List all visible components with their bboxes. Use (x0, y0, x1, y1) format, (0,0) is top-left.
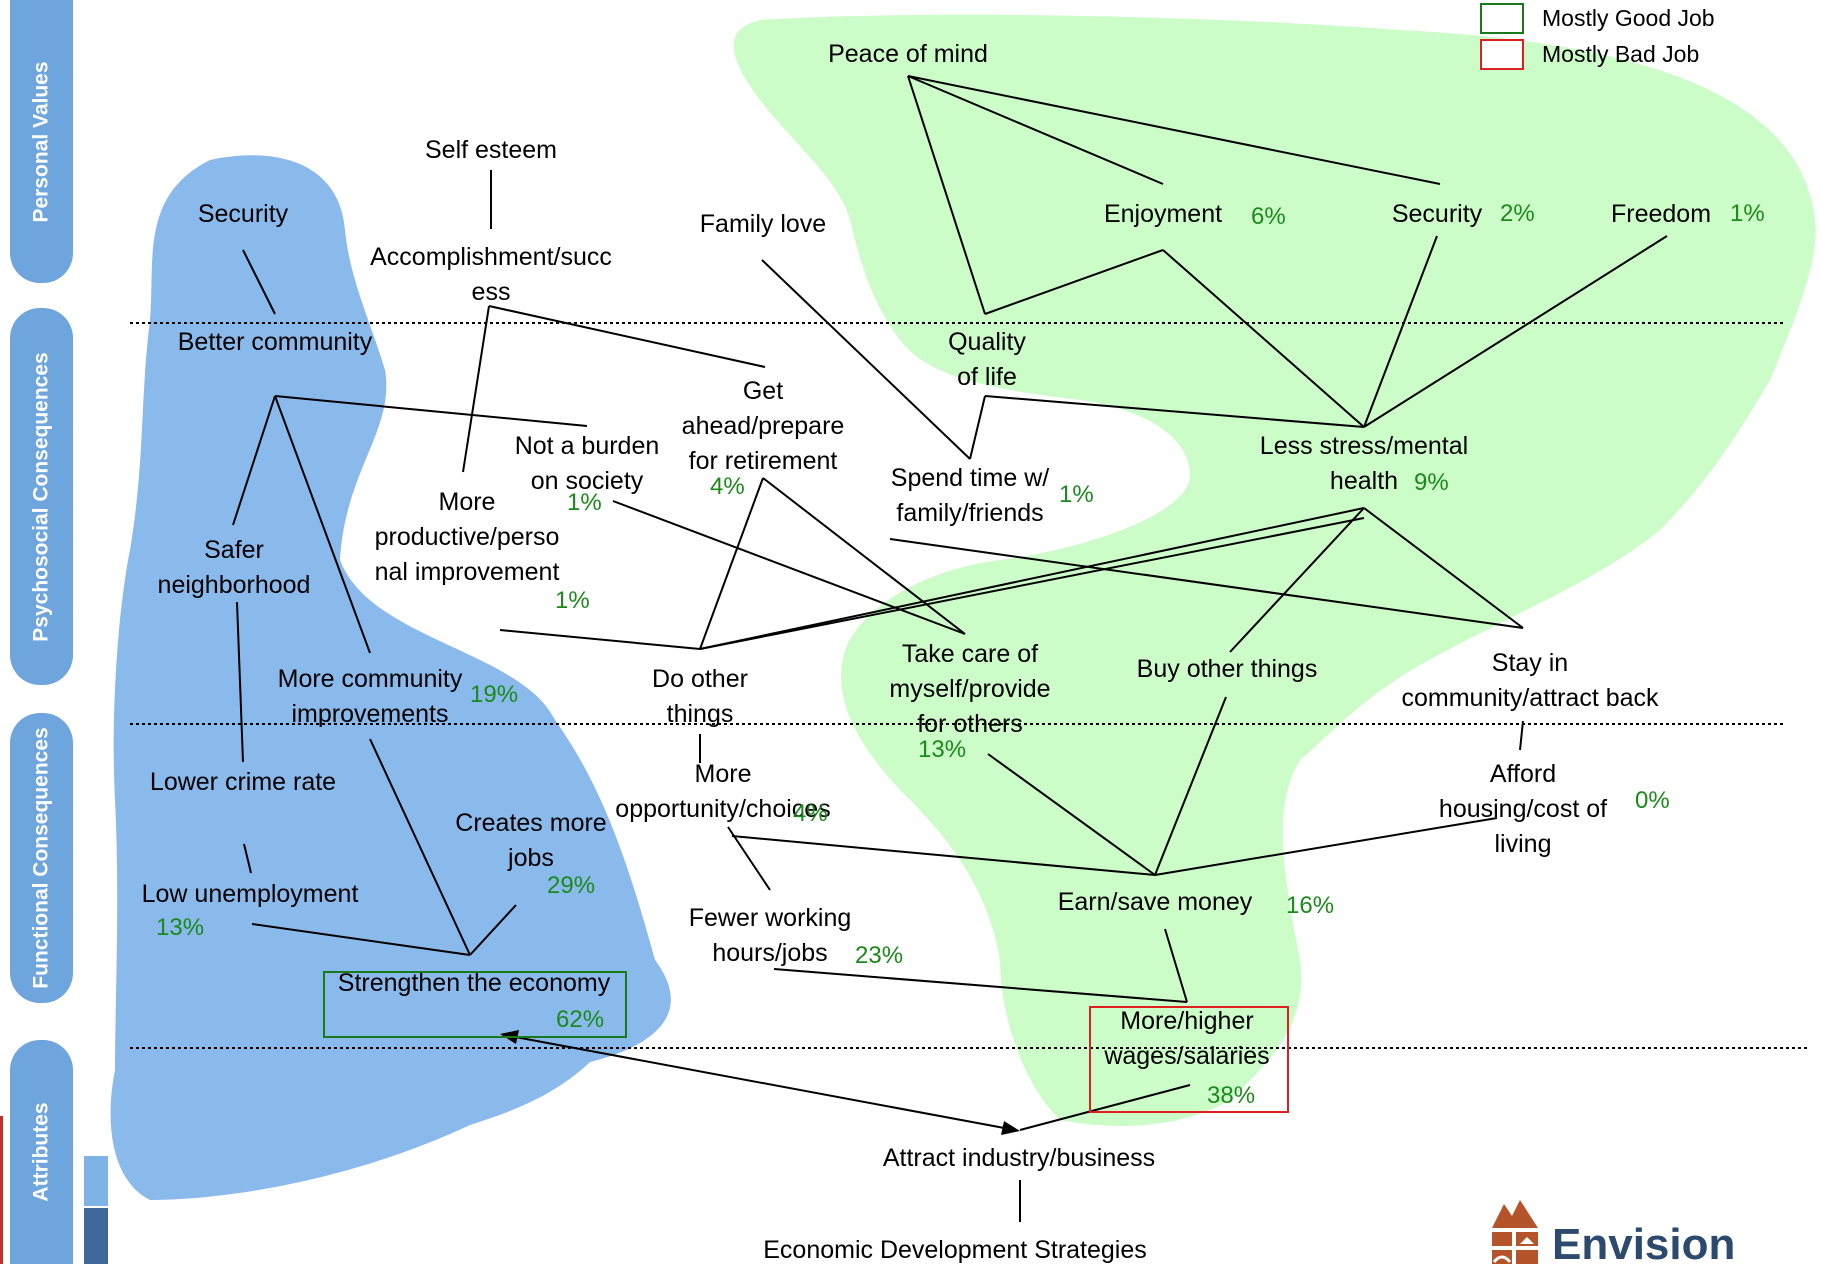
brand-name: Envision (1552, 1220, 1736, 1269)
node-take-care: Take care of myself/provide for others (889, 640, 1051, 738)
legend-good: Mostly Good Job (1480, 3, 1715, 34)
node-family-love: Family love (699, 210, 827, 238)
pct-more-opportunity: 4% (793, 800, 828, 827)
node-fewer-working-hours: Fewer working hours/jobs (688, 904, 852, 967)
node-safer-neighborhood: Safer neighborhood (157, 536, 311, 599)
node-not-a-burden: Not a burden on society (514, 432, 660, 495)
legend-good-label: Mostly Good Job (1542, 5, 1715, 31)
pct-creates-more-jobs: 29% (547, 872, 596, 899)
node-peace-of-mind: Peace of mind (828, 40, 988, 68)
node-get-ahead: Get ahead/prepare for retirement (681, 377, 845, 475)
node-more-community-improvements: More community improvements (277, 665, 463, 728)
node-do-other-things: Do other things (652, 665, 748, 728)
node-more-opportunity: More opportunity/choices (615, 760, 831, 823)
envision-logo-icon (1490, 1194, 1540, 1264)
legend-bad: Mostly Bad Job (1480, 39, 1699, 70)
node-enjoyment: Enjoyment (1103, 200, 1223, 228)
node-self-esteem: Self esteem (424, 136, 558, 164)
pct-earn-save-money: 16% (1286, 892, 1335, 919)
pct-not-a-burden: 1% (567, 489, 602, 516)
legend-good-swatch (1480, 3, 1524, 34)
navy-corner-block (84, 1208, 108, 1264)
node-spend-time: Spend time w/ family/friends (890, 464, 1050, 527)
node-more-higher-wages: More/higher wages/salaries (1104, 1007, 1270, 1070)
node-security-left: Security (197, 200, 289, 228)
arrow-head-to-industry-icon (1001, 1121, 1020, 1135)
level-tab-attributes: Attributes (10, 1040, 73, 1264)
legend-bad-label: Mostly Bad Job (1542, 41, 1700, 67)
pct-more-higher-wages: 38% (1207, 1082, 1256, 1109)
pct-more-productive: 1% (555, 587, 590, 614)
pct-freedom: 1% (1730, 200, 1765, 227)
node-economic-development: Economic Development Strategies (763, 1236, 1147, 1264)
pct-take-care: 13% (918, 736, 967, 763)
strengthen-economy-box (323, 971, 627, 1038)
pct-more-community-improvements: 19% (470, 681, 519, 708)
connector-lines (232, 75, 1668, 1222)
blue-corner-block (84, 1156, 108, 1206)
level-tab-personal-values: Personal Values (10, 0, 73, 283)
node-accomplishment: Accomplishment/succ ess (370, 243, 612, 306)
red-side-accent (0, 1116, 3, 1264)
green-region (733, 14, 1816, 1126)
node-better-community: Better community (177, 328, 373, 356)
pct-less-stress: 9% (1414, 469, 1449, 496)
node-attract-industry: Attract industry/business (882, 1144, 1156, 1172)
pct-fewer-working-hours: 23% (855, 942, 904, 969)
node-more-productive: More productive/perso nal improvement (374, 488, 560, 586)
node-lower-crime: Lower crime rate (149, 768, 337, 796)
node-low-unemployment: Low unemployment (141, 880, 359, 908)
node-creates-more-jobs: Creates more jobs (455, 809, 607, 872)
pct-spend-time: 1% (1059, 481, 1094, 508)
pct-enjoyment: 6% (1251, 203, 1286, 230)
pct-afford-housing: 0% (1635, 787, 1670, 814)
node-buy-other-things: Buy other things (1136, 655, 1318, 683)
node-afford-housing: Afford housing/cost of living (1438, 760, 1608, 858)
pct-low-unemployment: 13% (156, 914, 205, 941)
node-security-right: Security (1391, 200, 1483, 228)
pct-get-ahead: 4% (710, 473, 745, 500)
blue-region (110, 155, 671, 1200)
node-strengthen-economy: Strengthen the economy (337, 969, 611, 997)
node-stay-in-community: Stay in community/attract back (1401, 649, 1659, 712)
node-earn-save-money: Earn/save money (1057, 888, 1253, 916)
arrow-economy-industry (509, 1035, 1016, 1131)
legend-bad-swatch (1480, 39, 1524, 70)
level-tab-functional: Functional Consequences (10, 713, 73, 1003)
pct-security-right: 2% (1500, 200, 1535, 227)
pct-strengthen-economy: 62% (556, 1006, 605, 1033)
higher-wages-box (1089, 1006, 1289, 1113)
node-freedom: Freedom (1610, 200, 1712, 228)
node-quality-of-life: Quality of life (948, 328, 1026, 391)
level-tab-psychosocial: Psychosocial Consequences (10, 308, 73, 685)
node-less-stress: Less stress/mental health (1259, 432, 1469, 495)
